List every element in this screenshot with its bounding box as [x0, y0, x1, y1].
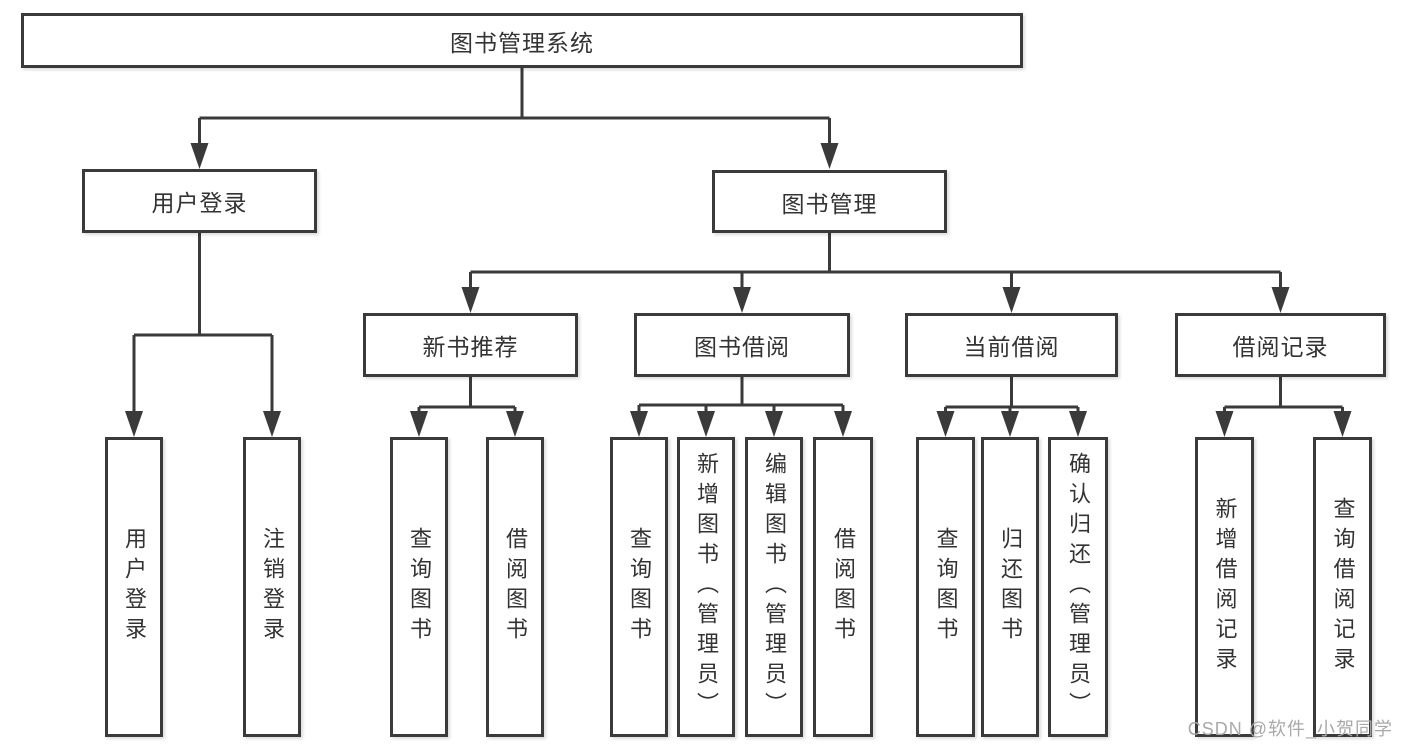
- leaf-add-borrow-record: 新增借阅记录: [1195, 437, 1254, 737]
- node-book-borrowing: 图书借阅: [634, 313, 850, 377]
- leaf-logout: 注销登录: [243, 437, 301, 737]
- leaf-return-book: 归还图书: [981, 437, 1039, 737]
- leaf-confirm-return-admin: 确认归还（管理员）: [1048, 437, 1108, 737]
- leaf-query-book-borrowing: 查询图书: [610, 437, 668, 737]
- leaf-query-book-recommend: 查询图书: [390, 437, 448, 737]
- leaf-query-book-current: 查询图书: [916, 437, 975, 737]
- node-book-management: 图书管理: [712, 170, 947, 233]
- leaf-borrow-book-recommend: 借阅图书: [486, 437, 544, 737]
- leaf-borrow-book: 借阅图书: [813, 437, 873, 737]
- node-borrow-records: 借阅记录: [1175, 313, 1386, 377]
- csdn-watermark: CSDN @软件_小贺同学: [1187, 719, 1393, 739]
- node-user-login: 用户登录: [82, 169, 317, 233]
- leaf-edit-book-admin: 编辑图书（管理员）: [745, 437, 803, 737]
- leaf-query-borrow-record: 查询借阅记录: [1313, 437, 1372, 737]
- leaf-user-login: 用户登录: [105, 437, 163, 737]
- node-new-book-recommend: 新书推荐: [363, 313, 578, 377]
- node-library-management-system: 图书管理系统: [21, 13, 1023, 68]
- leaf-add-book-admin: 新增图书（管理员）: [677, 437, 735, 737]
- node-current-borrowing: 当前借阅: [905, 313, 1118, 377]
